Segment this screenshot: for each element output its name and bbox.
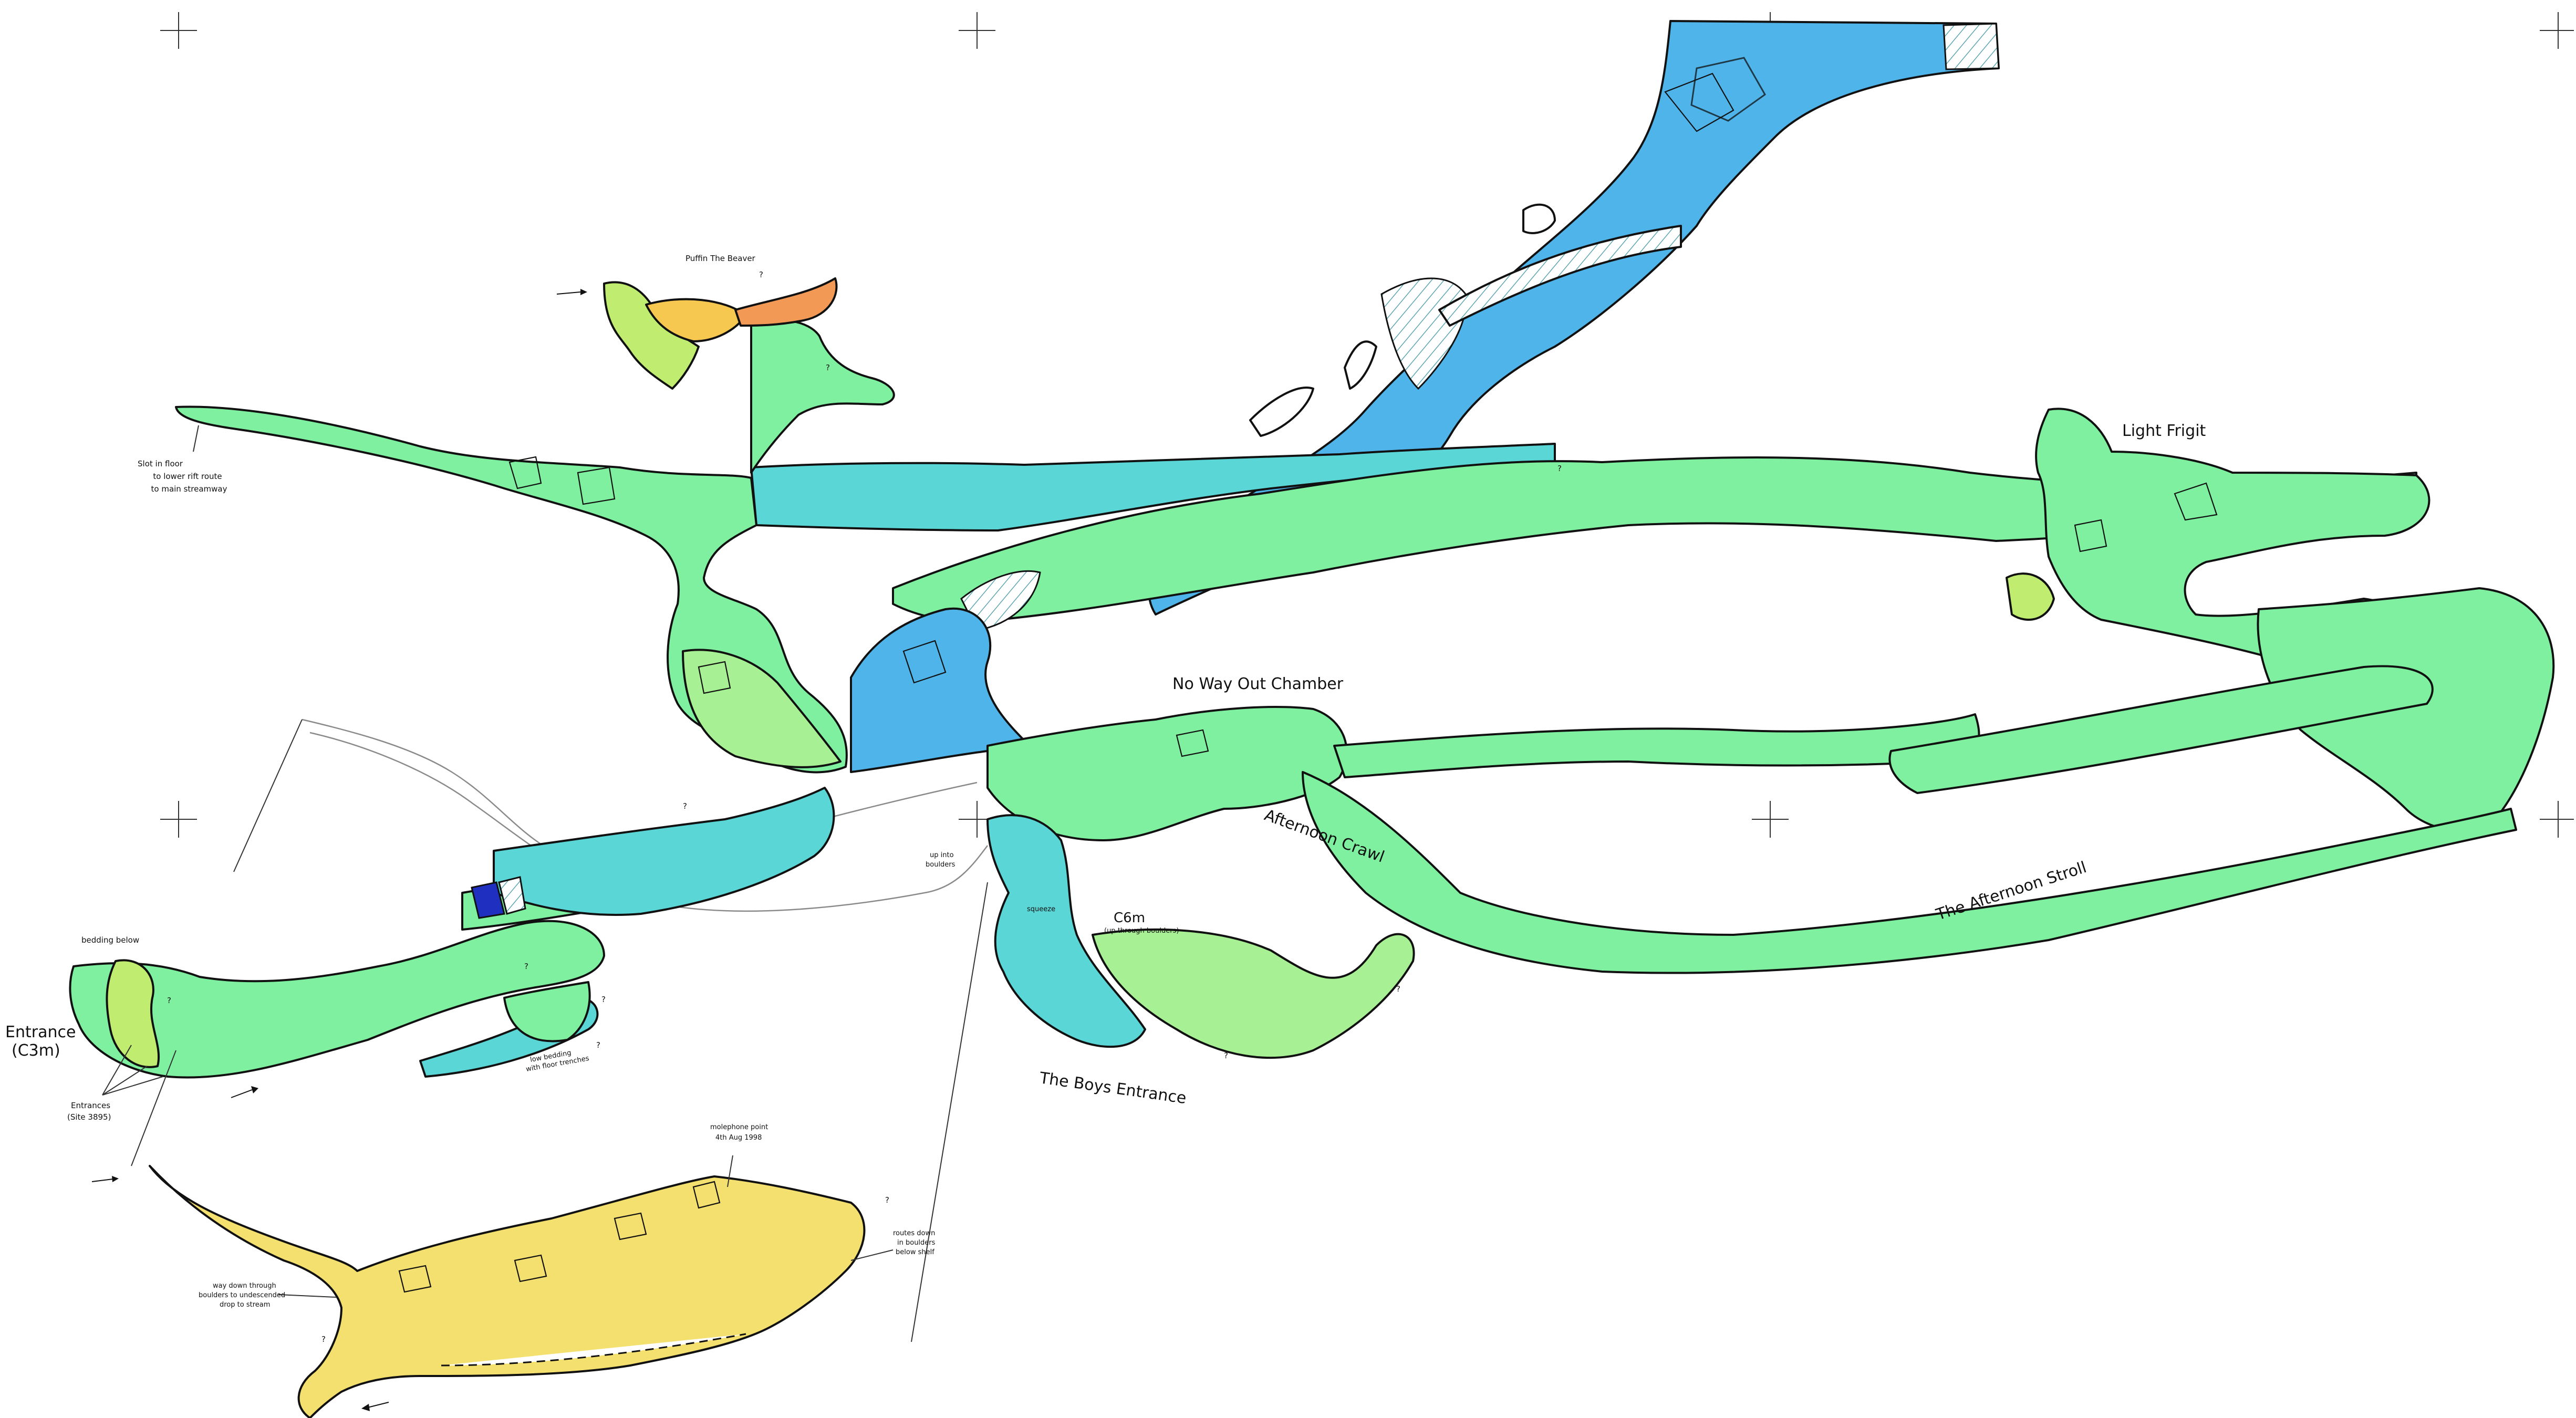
survey-grid-cross-icon: [2540, 801, 2574, 838]
entrance-c3m-label-1: Entrance: [5, 1023, 76, 1041]
entrance-arrow-icon: [361, 1402, 389, 1411]
c6m-note-label: (up through boulders): [1104, 927, 1179, 935]
up-into-boulders-label-2: boulders: [926, 861, 955, 869]
molephone-label-1: molephone point: [710, 1123, 768, 1131]
unexplored-lead-icon: ?: [759, 270, 763, 279]
boulder-symbol-icon: [692, 1181, 721, 1209]
routes-down-label-2: in boulders: [897, 1239, 936, 1247]
left-green-chambers: [175, 319, 895, 774]
molephone-label-2: 4th Aug 1998: [715, 1134, 762, 1142]
squeeze-label: squeeze: [1027, 905, 1055, 913]
routes-down-label-1: routes down: [893, 1229, 935, 1237]
boulder-symbol-icon: [2174, 482, 2218, 521]
entrance-arrow-icon: [231, 1086, 258, 1098]
unexplored-lead-icon: ?: [524, 962, 528, 971]
way-down-label-3: drop to stream: [220, 1301, 270, 1309]
survey-grid-cross-icon: [959, 12, 995, 49]
boulder-symbol-icon: [1176, 729, 1209, 757]
leader-lines: [102, 425, 988, 1342]
light-frigit-label: Light Frigit: [2122, 422, 2206, 440]
entrance-c3m-label-2: (C3m): [12, 1041, 60, 1060]
light-frigit-area: [2006, 408, 2555, 832]
survey-grid-cross-icon: [160, 12, 197, 49]
survey-grid-cross-icon: [2540, 12, 2574, 49]
unexplored-lead-icon: ?: [601, 995, 606, 1004]
puffin-the-beaver-label: Puffin The Beaver: [685, 254, 756, 263]
entrance-markers: [91, 289, 587, 1411]
slot-in-floor-label-1: Slot in floor: [138, 459, 183, 468]
unexplored-lead-icon: ?: [1224, 1051, 1228, 1060]
unexplored-lead-icon: ?: [885, 1195, 889, 1205]
unexplored-lead-icon: ?: [596, 1040, 600, 1050]
boulder-symbol-icon: [398, 1265, 432, 1293]
boulder-symbols: [398, 72, 2218, 1293]
bedding-below-label: bedding below: [81, 935, 139, 945]
no-way-out-chamber-area: [986, 665, 2517, 974]
boulder-symbol-icon: [508, 456, 542, 489]
slot-in-floor-label-3: to main streamway: [151, 484, 227, 494]
slot-in-floor-label-2: to lower rift route: [153, 472, 222, 481]
unexplored-lead-icon: ?: [167, 996, 171, 1005]
central-passages: [750, 443, 2417, 773]
unexplored-lead-icon: ?: [1396, 984, 1400, 994]
unexplored-lead-icon: ?: [1557, 464, 1562, 473]
survey-grid-cross-icon: [160, 801, 197, 838]
boulder-symbol-icon: [2074, 519, 2107, 552]
unexplored-leads: ? ? ? ? ? ? ? ? ? ? ? ?: [167, 270, 1562, 1344]
boulder-symbol-icon: [577, 466, 616, 505]
puffin-the-beaver-area: [603, 277, 838, 390]
boulder-symbol-icon: [902, 640, 947, 684]
yellow-lower-chamber: [149, 1165, 866, 1418]
survey-grid-cross-icon: [1752, 801, 1789, 838]
unexplored-lead-icon: ?: [826, 363, 830, 372]
way-down-label-2: boulders to undescended: [199, 1291, 285, 1299]
entrances-site-label-1: Entrances: [71, 1101, 110, 1110]
unexplored-lead-icon: ?: [683, 801, 687, 811]
c6m-title-label: C6m: [1114, 910, 1145, 926]
way-down-label-1: way down through: [213, 1282, 276, 1290]
boulder-symbol-icon: [614, 1212, 647, 1240]
no-way-out-chamber-label: No Way Out Chamber: [1172, 675, 1344, 693]
up-into-boulders-label-1: up into: [930, 851, 954, 859]
entrance-arrow-icon: [91, 1176, 119, 1182]
mid-left-cyan-passages: [471, 787, 835, 919]
boys-entrance-label: The Boys Entrance: [1038, 1069, 1188, 1108]
boulder-symbol-icon: [514, 1254, 547, 1283]
entrances-site-label-2: (Site 3895): [67, 1112, 111, 1122]
boulder-symbol-icon: [1664, 72, 1734, 132]
boulder-symbol-icon: [698, 661, 731, 694]
boys-entrance-area: [986, 814, 1415, 1059]
entrance-arrow-icon: [556, 289, 587, 295]
routes-down-label-3: below shelf: [896, 1248, 934, 1256]
unexplored-lead-icon: ?: [321, 1334, 326, 1344]
